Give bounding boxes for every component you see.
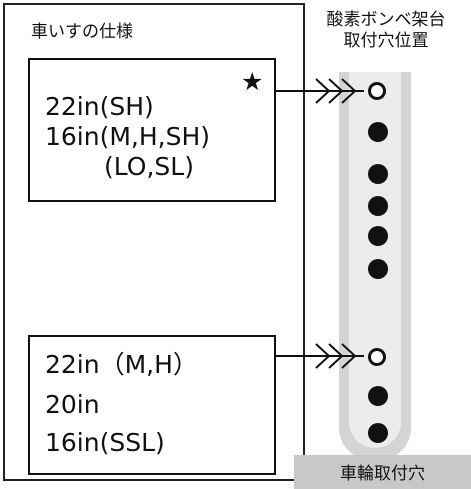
spec-bottom-line-1: 22in（M,H）	[45, 350, 198, 379]
mount-hole-title-line-2: 取付穴位置	[343, 31, 429, 51]
spec-box-top	[28, 58, 276, 202]
arrow-top	[276, 78, 364, 104]
mount-hole	[368, 259, 388, 279]
panel-title: 車いすの仕様	[31, 22, 133, 42]
wheel-mount-bar	[294, 455, 471, 489]
spec-bottom-line-2: 20in	[45, 390, 100, 419]
arrow-bottom	[276, 343, 364, 369]
mount-hole-open-top	[368, 82, 386, 100]
mount-hole	[368, 423, 388, 443]
spec-top-line-1: 22in(SH)	[45, 92, 154, 121]
mount-hole	[368, 196, 388, 216]
mount-hole-open-bottom	[368, 348, 386, 366]
wheel-mount-label: 車輪取付穴	[340, 464, 425, 484]
mount-hole	[368, 164, 388, 184]
mount-hole-title-line-1: 酸素ボンベ架台	[326, 10, 446, 30]
mount-hole-title: 酸素ボンベ架台 取付穴位置	[310, 10, 462, 52]
spec-top-line-2: 16in(M,H,SH)	[45, 122, 211, 151]
mount-hole	[368, 386, 388, 406]
mount-hole	[368, 226, 388, 246]
wheelchair-spec-panel: 車いすの仕様	[3, 3, 305, 481]
spec-box-bottom	[28, 335, 276, 475]
star-marker-icon: ★	[241, 67, 264, 96]
spec-bottom-line-3: 16in(SSL)	[45, 428, 165, 457]
spec-top-line-3: (LO,SL)	[104, 152, 194, 181]
mount-hole	[368, 122, 388, 142]
